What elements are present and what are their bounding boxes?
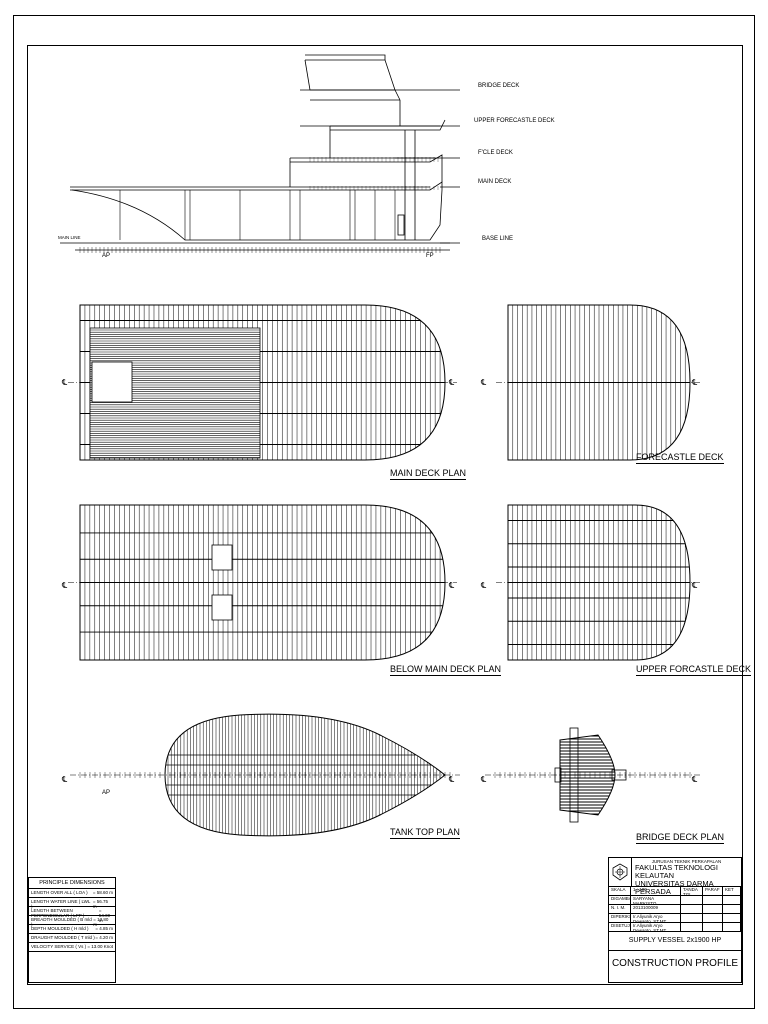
title-block-row: DIGAMBARSARYANA MARKISTO <box>609 896 741 905</box>
drawing-name: CONSTRUCTION PROFILE <box>611 958 739 969</box>
dimension-value: = 13.00 Knot <box>87 944 113 949</box>
dimension-label: VELOCITY SERVICE ( Vs ) <box>31 944 87 949</box>
title-block-cell: 2013100009 <box>631 905 681 913</box>
dimension-label: DEPTH MOULDED ( H mld ) <box>31 926 89 931</box>
title-block-row: DIPERIKSAIr.Aliyunik Aryo Dewanto, ST,MT <box>609 914 741 923</box>
tank-top-plan <box>70 713 460 837</box>
title-main-deck-plan: MAIN DECK PLAN <box>390 468 467 480</box>
title-bridge-deck-plan: BRIDGE DECK PLAN <box>636 832 725 844</box>
title-block-cell <box>723 896 741 904</box>
dimension-label: DRAUGHT MOULDED ( T mld ) <box>31 935 95 940</box>
cl-main-right: ℄ <box>449 378 455 387</box>
university-name: UNIVERSITAS DARMA PERSADA <box>635 879 714 896</box>
title-block-cell: TANDA TGL <box>681 887 703 895</box>
label-upper-forecastle-deck: UPPER FORECASTLE DECK <box>474 118 555 124</box>
cl-upper-right: ℄ <box>692 581 698 590</box>
dimension-row: LENGTH BETWEEN PERPENDICULAR ( LPP ) = 54… <box>29 907 115 923</box>
faculty-name: FAKULTAS TEKNOLOGI KELAUTAN <box>635 863 718 880</box>
title-block-cell <box>681 923 703 931</box>
title-block-cell: N. I. M. <box>609 905 631 913</box>
dimension-value: = 58.60 m <box>92 890 113 895</box>
title-block-cell <box>703 896 723 904</box>
title-block-cell: 1 : 100 <box>631 887 681 895</box>
title-block-cell <box>681 896 703 904</box>
dimension-row: LENGTH OVER ALL ( LOA ) = 58.60 m <box>29 889 115 898</box>
title-block-cell <box>681 905 703 913</box>
dimension-row: LENGTH WATER LINE ( LWL )= 56.75 m <box>29 898 115 909</box>
label-fp: FP <box>426 253 434 259</box>
dimension-row: BREADTH MOULDED ( B mld )= 13.80 m <box>29 916 115 927</box>
cl-tank-right: ℄ <box>449 775 455 784</box>
title-block-cell: DISETUJUI <box>609 923 631 931</box>
dimensions-title: PRINCIPLE DIMENSIONS <box>29 878 115 889</box>
dimension-value: = 13.80 m <box>93 917 109 927</box>
cl-bridge-right: ℄ <box>692 775 698 784</box>
ship-name: SUPPLY VESSEL 2x1900 HP <box>609 932 741 951</box>
dimension-label: LENGTH WATER LINE ( LWL ) <box>31 899 91 909</box>
title-block-cell <box>723 905 741 913</box>
upper-forecastle-deck-plan <box>496 504 702 661</box>
forecastle-deck-plan <box>496 304 702 461</box>
title-block-cell <box>681 914 703 922</box>
title-block-cell: DIGAMBAR <box>609 896 631 904</box>
title-block-cell: DIPERIKSA <box>609 914 631 922</box>
drawing-sheet <box>13 15 755 1009</box>
title-block-row: DISETUJUIIr.Aliyunik Aryo Dewanto, ST,MT <box>609 923 741 932</box>
label-bridge-deck: BRIDGE DECK <box>478 83 520 89</box>
cl-main-left: ℄ <box>62 378 68 387</box>
dimension-label: BREADTH MOULDED ( B mld ) <box>31 917 92 927</box>
department-name: JURUSAN TEKNIK PERKAPALAN <box>651 859 722 864</box>
title-block-row: N. I. M.2013100009 <box>609 905 741 914</box>
below-main-deck-plan <box>68 504 457 661</box>
title-block: JURUSAN TEKNIK PERKAPALAN FAKULTAS TEKNO… <box>608 857 742 983</box>
dimension-row: VELOCITY SERVICE ( Vs )= 13.00 Knot <box>29 943 115 952</box>
label-main-deck: MAIN DECK <box>478 179 512 185</box>
label-tank-top-ap: AP <box>102 790 111 796</box>
cl-fc-right: ℄ <box>692 378 698 387</box>
bridge-deck-plan <box>485 727 700 823</box>
label-fcle-deck: F'CLE DECK <box>478 150 513 156</box>
title-block-cell: SKALA <box>609 887 631 895</box>
principle-dimensions-table: PRINCIPLE DIMENSIONS LENGTH OVER ALL ( L… <box>28 877 116 983</box>
title-block-cell: Ir.Aliyunik Aryo Dewanto, ST,MT <box>631 914 681 922</box>
drawing-frame <box>27 45 743 985</box>
title-block-cell <box>723 914 741 922</box>
construction-profile <box>60 54 460 253</box>
cl-upper-left: ℄ <box>481 581 487 590</box>
label-main-line: MAIN LINE <box>58 235 81 240</box>
title-below-main-deck-plan: BELOW MAIN DECK PLAN <box>390 664 502 676</box>
title-block-cell: Ir.Aliyunik Aryo Dewanto, ST,MT <box>631 923 681 931</box>
title-forecastle-deck: FORECASTLE DECK <box>636 452 724 464</box>
dimension-row: DEPTH MOULDED ( H mld ) = 4.85 m <box>29 925 115 934</box>
title-block-cell <box>703 905 723 913</box>
title-block-cell <box>723 923 741 931</box>
label-base-line: BASE LINE <box>482 236 514 242</box>
dimension-label: LENGTH OVER ALL ( LOA ) <box>31 890 88 895</box>
dimension-label: LENGTH BETWEEN PERPENDICULAR ( LPP ) <box>31 908 85 918</box>
cl-tank-left: ℄ <box>62 775 68 784</box>
title-block-cell <box>703 923 723 931</box>
cl-fc-left: ℄ <box>481 378 487 387</box>
cl-below-left: ℄ <box>62 581 68 590</box>
title-block-cell <box>703 914 723 922</box>
cl-bridge-left: ℄ <box>481 775 487 784</box>
university-logo-icon <box>609 858 632 886</box>
deck-plans <box>68 304 702 837</box>
label-ap: AP <box>102 253 111 259</box>
cl-below-right: ℄ <box>449 581 455 590</box>
title-block-cell: PARAF <box>703 887 723 895</box>
title-block-cell: KET <box>723 887 741 895</box>
title-block-cell: SARYANA MARKISTO <box>631 896 681 904</box>
dimension-row: DRAUGHT MOULDED ( T mld )= 4.20 m <box>29 934 115 943</box>
dimension-value: = 56.75 m <box>92 899 109 909</box>
dimension-value: = 4.85 m <box>95 926 113 931</box>
dimension-value: = 54.00 m <box>98 908 111 923</box>
dimension-value: = 4.20 m <box>95 935 113 940</box>
title-tank-top-plan: TANK TOP PLAN <box>390 827 460 839</box>
title-upper-forcastle-deck: UPPER FORCASTLE DECK <box>636 664 752 676</box>
main-deck-plan <box>68 304 457 461</box>
